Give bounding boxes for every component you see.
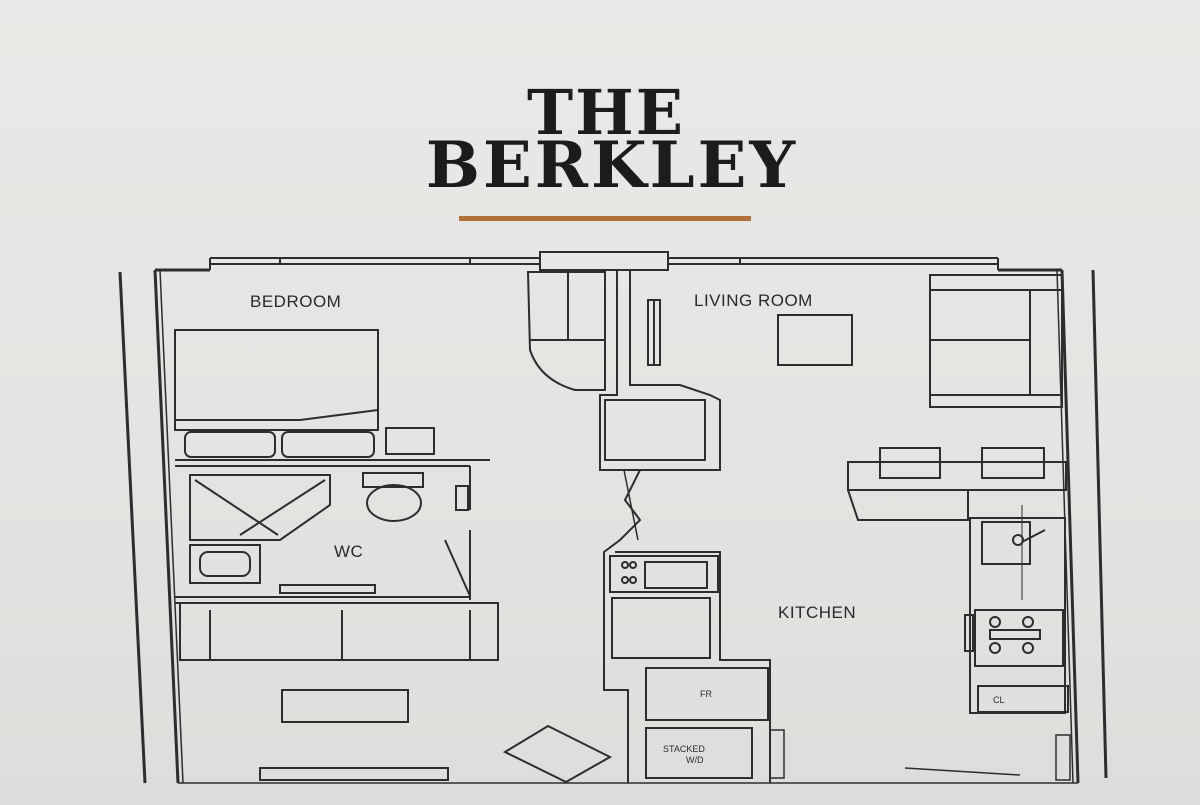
- kitchen-label: KITCHEN: [778, 603, 856, 622]
- wc-walls: [175, 459, 498, 604]
- dining-counter: [847, 447, 1067, 521]
- partition-wall: [599, 270, 771, 783]
- wc-label: WC: [334, 542, 363, 561]
- fridge-label: FR: [700, 689, 712, 699]
- bed: [174, 329, 435, 458]
- shower: [189, 474, 331, 541]
- washer-label-line-1: STACKED: [663, 744, 705, 754]
- sofa-right: [929, 274, 1063, 408]
- laundry-door: [769, 729, 785, 779]
- towel-bar: [279, 584, 376, 594]
- stacked-washer-dryer: [645, 727, 753, 779]
- rug: [502, 724, 613, 784]
- margin-line-right: [1091, 269, 1108, 779]
- wc-sink: [189, 544, 261, 584]
- coffee-table-left: [281, 689, 409, 723]
- living-room-label: LIVING ROOM: [694, 291, 813, 310]
- closet-box: [977, 685, 1069, 713]
- bedroom-closet: [526, 271, 606, 391]
- sofa-left: [179, 602, 499, 661]
- tv-console: [259, 767, 449, 781]
- title-line-2: BERKLEY: [425, 128, 799, 203]
- cooktop: [964, 609, 1064, 667]
- entry-door: [904, 767, 1021, 776]
- door-frame: [1055, 734, 1071, 781]
- fridge: [645, 667, 769, 721]
- toilet: [362, 472, 424, 522]
- washer-label-line-2: W/D: [686, 755, 704, 765]
- title-accent-rule: [459, 216, 751, 221]
- margin-line-left: [118, 271, 147, 784]
- wall-shelf: [647, 299, 661, 366]
- closet-label: CL: [993, 695, 1005, 705]
- title-line-1: THE: [527, 76, 685, 149]
- coffee-table-right: [777, 314, 853, 366]
- media-cabinet: [604, 399, 706, 461]
- bedroom-label: BEDROOM: [250, 292, 341, 311]
- oven-unit: [609, 555, 719, 659]
